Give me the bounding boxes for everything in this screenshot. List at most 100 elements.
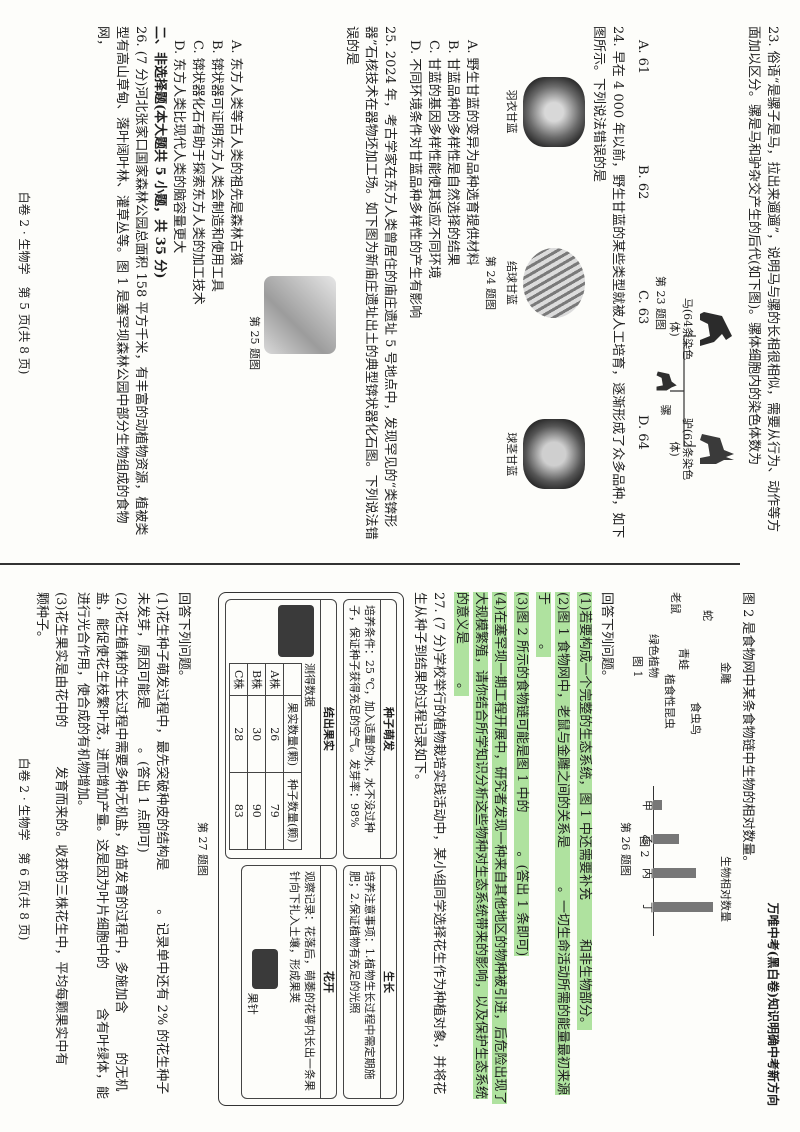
table-cell: A株: [265, 663, 284, 696]
table-cell: 83: [229, 772, 248, 850]
figure-27-caption: 第 27 题图: [196, 822, 209, 876]
q24-option-c[interactable]: C. 甘蓝的基因多样性能使其适应不同环境: [426, 40, 441, 279]
bar-chart-figure-2: 生物相对数量 甲乙丙丁 图 2: [635, 766, 735, 966]
q24-option-b[interactable]: B. 甘蓝品种的多样性是自然选择的结果: [445, 40, 460, 266]
cabbage-head: 结球甘蓝: [502, 247, 585, 318]
table-cell: C株: [229, 663, 248, 696]
table-cell: 30: [247, 695, 266, 773]
q27-sub-2[interactable]: (2)花生植株的生长过程中需要多种无机盐，幼苗发育的过程中，多施加含 的无机盐，…: [75, 592, 128, 1100]
page-6-header: 万唯中考(黑白卷)知识明确中考新方向: [766, 902, 780, 1106]
table-cell: 79: [265, 772, 284, 850]
node-mouse: 老鼠: [669, 592, 682, 614]
q25-option-a[interactable]: A. 东方人类等古人类的祖先是森林古猿: [228, 40, 243, 266]
bar-label: 甲: [641, 800, 654, 811]
exam-page-5: 23. 俗语“是骡子是马，拉出来遛遛”，说明马与骡的长相很相似，需要从行为、动作…: [17, 26, 780, 540]
q23-option-c[interactable]: C. 63: [635, 290, 650, 325]
peg-image: [252, 949, 278, 990]
q25-option-d[interactable]: D. 东方人类比现代人类的脑容量更大: [171, 40, 186, 254]
section-2-heading: 二、非选择题(本大题共 5 小题，共 35 分): [152, 26, 167, 279]
card-flower: 花开 观察记录：花落后，萌萎的花萼内长出一条果针向下扎入土壤，形成果荚 果针: [241, 865, 337, 1099]
card-fruit: 结出果实 测得数据 果实数量(颗) 种子数量(颗): [225, 599, 337, 859]
figure-2-label: 图 2: [638, 836, 651, 858]
kohlrabi-label: 球茎甘蓝: [505, 432, 518, 477]
kale-icon: [523, 76, 585, 147]
figure-1-label: 图 1: [631, 656, 644, 678]
fruit-table-wrap: 测得数据 果实数量(颗) 种子数量(颗) A株 26: [229, 663, 317, 850]
head-cabbage-icon: [523, 247, 585, 318]
card-growth-title: 生长: [380, 866, 396, 1098]
mule-icon: [656, 371, 677, 391]
question-25-text: 25. 2024 年，考古学家在东方人类曾居住的庙庄遗址 5 号地点中，发现罕见…: [344, 26, 397, 540]
q26-sub-intro: 回答下列问题。: [599, 592, 614, 684]
node-snake: 蛇: [701, 610, 714, 621]
figure-27-right: 生长 培养注意事项：1.植物生长过程中需定期施肥；2.保证植物有充足的光照 花开…: [225, 865, 397, 1099]
bar-丙: [653, 868, 696, 878]
q25-option-b[interactable]: B. 锛状器可证明东方人类会制造和使用工具: [209, 40, 224, 292]
table-header: [283, 663, 302, 696]
q23-option-d[interactable]: D. 64: [635, 415, 650, 450]
node-insect-bird: 食虫鸟: [689, 702, 702, 735]
card-growth: 生长 培养注意事项：1.植物生长过程中需定期施肥；2.保证植物有充足的光照: [343, 865, 397, 1099]
fruit-data-table: 果实数量(颗) 种子数量(颗) A株 26 79 B株: [229, 663, 302, 850]
q25-option-c[interactable]: C. 锛状器化石有助于探索东方人类的加工技术: [190, 40, 205, 305]
q24-option-d[interactable]: D. 不同环境条件对甘蓝品种多样性的产生有影响: [407, 40, 422, 319]
peg-row: 果针: [242, 866, 284, 1098]
page-5-footer: 白卷 2 · 生物学 第 5 页(共 8 页): [17, 191, 31, 375]
card-flower-title: 花开: [320, 866, 336, 1098]
cross-lines: [670, 335, 696, 447]
table-cell: B株: [247, 663, 266, 696]
food-web-figure-1: 金雕 蛇 食虫鸟 老鼠 青蛙 植食性昆虫 绿色植物 图 1: [631, 592, 735, 752]
head-cabbage-label: 结球甘蓝: [505, 260, 518, 305]
node-frog: 青蛙: [677, 648, 690, 670]
q24-option-a[interactable]: A. 野生甘蓝的变异为品种选育提供材料: [464, 40, 479, 266]
card-germination: 种子萌发 培养条件：25 ℃，加入适量的水，水不没过种子，保证种子获得充足的空气…: [343, 599, 397, 859]
table-cell: 28: [229, 695, 248, 773]
q27-sub-3[interactable]: (3)花生果实是由花中的 发育而来的。收获的三株花生中，平均每颗果实中有 颗种子…: [34, 592, 68, 1105]
question-27-intro: 27. (7 分)学校举行的植物栽培实践活动中，某小组同学选择花生作为种植对象，…: [412, 592, 446, 1095]
page-divider: [0, 563, 740, 565]
figure-24-caption: 第 24 题图: [484, 256, 497, 310]
question-23-options: A. 61 B. 62 C. 63 D. 64: [633, 26, 652, 540]
bar-丁: [653, 902, 713, 912]
kale-label: 羽衣甘蓝: [505, 89, 518, 134]
fruit-table-title: 测得数据: [303, 663, 316, 707]
peg-label: 果针: [246, 992, 259, 1015]
q26-sub-4: (4)在塞罕坝一期工程开展中，研究者发现一种来自其他地区的物种被引进，后危险出现…: [452, 592, 509, 1106]
card-germination-body: 培养条件：25 ℃，加入适量的水，水不没过种子，保证种子获得充足的空气。发芽率：…: [348, 605, 376, 833]
q23-option-b[interactable]: B. 62: [635, 165, 650, 200]
table-header-row: 果实数量(颗) 种子数量(颗): [283, 663, 302, 850]
q26-sub-2-text[interactable]: (2)图 1 食物网中，老鼠与金雕之间的关系是 。一切生命活动所需的能量最初来源…: [536, 592, 570, 1095]
card-flower-body: 观察记录：花落后，萌萎的花萼内长出一条果针向下扎入土壤，形成果荚: [288, 871, 316, 1091]
q23-option-a[interactable]: A. 61: [635, 40, 650, 75]
q26-sub-3-text[interactable]: (3)图 2 所示的食物链可能是图 1 中的 。(答出 1 条即可): [514, 592, 529, 957]
q26-sub-1: (1)若要构成一个完整的生态系统，图 1 中还需要补充 和非生物部分。: [575, 592, 594, 1106]
table-header: 果实数量(颗): [283, 695, 302, 773]
card-growth-body: 培养注意事项：1.植物生长过程中需定期施肥；2.保证植物有充足的光照: [348, 871, 376, 1080]
node-eagle: 金雕: [719, 662, 732, 684]
q26-sub-4-text[interactable]: (4)在塞罕坝一期工程开展中，研究者发现一种来自其他地区的物种被引进，后危险出现…: [454, 592, 507, 1105]
kohlrabi-icon: [523, 419, 585, 490]
question-26-intro: 26. (7 分)河北张家口国家森林公园总面积 158 平方千米，有丰富的动植物…: [95, 26, 148, 536]
fruit-photo: [229, 605, 317, 657]
card-fruit-title: 结出果实: [320, 600, 336, 858]
figure-26: 金雕 蛇 食虫鸟 老鼠 青蛙 植食性昆虫 绿色植物 图 1 生物相对数量 甲乙丙…: [631, 592, 735, 1106]
q27-sub-1[interactable]: (1)花生种子萌发过程中，最先突破种皮的结构是 。记录单中还有 2% 的花生种子…: [135, 592, 169, 1095]
table-header: 种子数量(颗): [283, 772, 302, 850]
card-germination-title: 种子萌发: [380, 600, 396, 858]
q26-sub-1-text[interactable]: (1)若要构成一个完整的生态系统，图 1 中还需要补充 和非生物部分。: [577, 592, 592, 1030]
cabbage-kale: 羽衣甘蓝: [502, 76, 585, 147]
figure-25-caption: 第 25 题图: [248, 316, 261, 370]
page-6-footer: 白卷 2 · 生物学 第 6 页(共 8 页): [17, 757, 31, 941]
horse-icon: [700, 312, 732, 346]
question-23-text: 23. 俗语“是骡子是马，拉出来遛遛”，说明马与骡的长相很相似，需要从行为、动作…: [746, 26, 780, 533]
table-row: A株 26 79: [265, 663, 284, 850]
bar-label: 丙: [641, 868, 654, 879]
q26-sub-2: (2)图 1 食物网中，老鼠与金雕之间的关系是 。一切生命活动所需的能量最初来源…: [534, 592, 572, 1106]
figure-27-left: 种子萌发 培养条件：25 ℃，加入适量的水，水不没过种子，保证种子获得充足的空气…: [225, 599, 397, 859]
donkey-icon: [700, 434, 734, 464]
cabbage-kohlrabi: 球茎甘蓝: [502, 419, 585, 490]
mule-label: 骡: [659, 404, 672, 416]
figure-2-ylabel: 生物相对数量: [719, 856, 732, 922]
figure-24: 羽衣甘蓝 结球甘蓝 球茎甘蓝: [502, 26, 585, 540]
